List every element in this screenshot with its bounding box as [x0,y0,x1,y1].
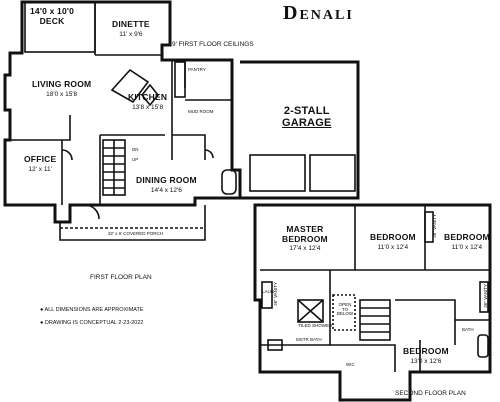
dinette-label: DINETTE 11' x 9'6 [112,19,150,38]
porch-label: 32' x 6' COVERED PORCH [108,231,163,236]
dining-room-label: DINING ROOM 14'4 x 12'6 [136,175,197,194]
living-room-label: LIVING ROOM 18'0 x 15'8 [32,79,92,98]
second-floor-plan-label: SECOND FLOOR PLAN [395,390,466,397]
first-floor-outline [3,0,242,224]
bedroom-3-label: BEDROOM 11'0 x 12'4 [444,232,490,251]
plan-title: Denali [283,2,354,24]
stairs-up-label: UP [132,157,139,162]
second-floor-outline [253,203,492,402]
garage-outline [240,60,360,200]
vanity-label-2: 36" VANITY [483,284,488,308]
master-bath-label: MSTR BATH [296,337,322,342]
open-to-below-label: OPEN TO BELOW [336,302,354,316]
mud-room-label: MUD ROOM [188,109,214,114]
stairs-dn-label: DN [132,147,139,152]
pantry-label: PANTRY [188,67,206,72]
first-floor-plan-label: FIRST FLOOR PLAN [90,274,152,281]
master-bedroom-label: MASTER BEDROOM 17'4 x 12'4 [282,224,328,252]
note-1: ● ALL DIMENSIONS ARE APPROXIMATE [40,307,144,313]
deck-label: 14'0 x 10'0 DECK [30,6,75,26]
ceiling-note: 9' FIRST FLOOR CEILINGS [172,41,254,48]
vanity-label-1: 36" VANITY [273,282,278,306]
bath-label: BATH [462,327,474,332]
office-label: OFFICE 12' x 11' [24,154,57,173]
bedroom-4-label: BEDROOM 13'0 x 12'6 [403,346,449,365]
tiled-shower-label: TILED SHOWER [298,323,333,328]
garage-label: 2-STALL GARAGE [282,105,332,129]
laundry-label: LAUN [262,289,275,294]
wic-label: WIC [346,362,355,367]
note-2: ● DRAWING IS CONCEPTUAL 2-23-2022 [40,320,144,326]
kitchen-label: KITCHEN 13'8 x 15'8 [128,92,168,111]
vanity-label-3: 36" VANITY [432,214,437,238]
bedroom-2-label: BEDROOM 11'0 x 12'4 [370,232,416,251]
